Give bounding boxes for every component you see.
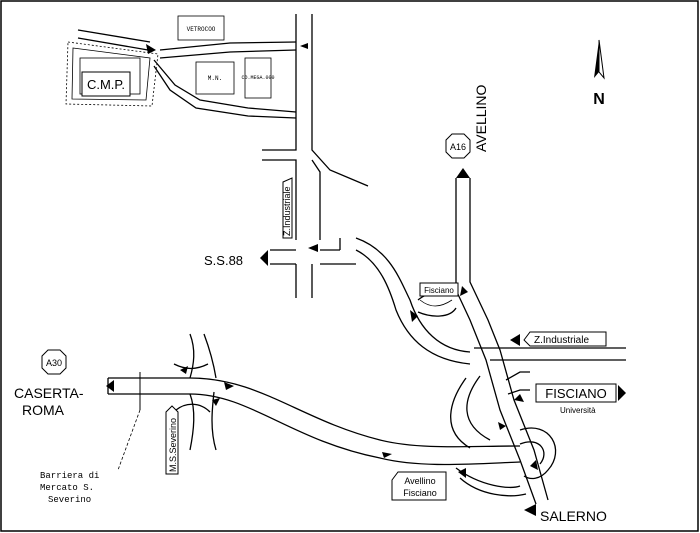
ss88-label: S.S.88 [204, 253, 243, 268]
direction-arrow-icon [530, 460, 538, 470]
direction-arrow-icon [458, 468, 466, 478]
avellino-fisciano-sign: Avellino Fisciano [391, 471, 447, 501]
direction-arrow-icon [212, 398, 220, 406]
direction-arrow-icon [300, 43, 308, 49]
direction-arrow-icon [460, 286, 468, 296]
direction-arrow-icon [146, 44, 156, 54]
vetro-label: VETROCOO [187, 26, 216, 33]
z-industriale-vertical-sign: Z.Industriale [282, 177, 293, 239]
svg-text:Fisciano: Fisciano [403, 488, 437, 498]
direction-arrow-icon [410, 310, 418, 322]
a16-arrow-icon [456, 168, 470, 178]
north-label: N [593, 91, 605, 108]
direction-arrow-icon [382, 452, 392, 458]
a16-label: A16 [450, 142, 466, 152]
mn-label: M.N. [208, 75, 222, 82]
barriera-label-1: Barriera di [40, 471, 99, 481]
salerno-label: SALERNO [540, 508, 607, 524]
direction-arrow-icon [224, 382, 234, 390]
direction-arrow-icon [498, 422, 506, 430]
svg-text:Avellino: Avellino [404, 476, 435, 486]
fisciano-label: FISCIANO [545, 386, 606, 401]
direction-arrow-icon [308, 244, 318, 252]
z-industriale-horizontal-sign: Z.Industriale [523, 331, 607, 347]
barriera-label-2: Mercato S. [40, 483, 94, 493]
building-mn [195, 61, 235, 95]
direction-arrow-icon [106, 380, 114, 392]
barriera-label-3: Severino [48, 495, 91, 505]
direction-arrow-icon [180, 366, 188, 374]
avellino-label: AVELLINO [473, 84, 489, 152]
north-arrow-icon [594, 39, 605, 80]
salerno-arrow-icon [524, 504, 536, 516]
ms-severino-sign: M.S.Severino [165, 405, 179, 475]
fisciano-arrow-icon [618, 385, 626, 401]
svg-text:Z.Industriale: Z.Industriale [534, 335, 589, 346]
svg-text:Fisciano: Fisciano [424, 286, 454, 295]
cmp-label: C.M.P. [87, 77, 125, 92]
a30-shield: A30 [41, 349, 67, 375]
a16-shield: A16 [445, 133, 471, 159]
svg-text:Z.Industriale: Z.Industriale [282, 186, 292, 236]
fisciano-small-sign: Fisciano [419, 282, 459, 297]
direction-arrow-icon [510, 334, 520, 346]
fisciano-sign: FISCIANO [535, 383, 617, 403]
cmp-compound: C.M.P. [65, 41, 159, 107]
roma-label: ROMA [22, 402, 65, 418]
direction-arrow-icon [514, 394, 524, 402]
svg-text:M.S.Severino: M.S.Severino [168, 418, 178, 472]
building-vetro [177, 15, 225, 41]
building-comega [244, 57, 272, 99]
universita-label: Università [560, 406, 596, 415]
comega-label: CO.MEGA.000 [241, 75, 274, 81]
caserta-label: CASERTA- [14, 385, 84, 401]
ss88-arrow-icon [260, 250, 268, 266]
a30-label: A30 [46, 358, 62, 368]
